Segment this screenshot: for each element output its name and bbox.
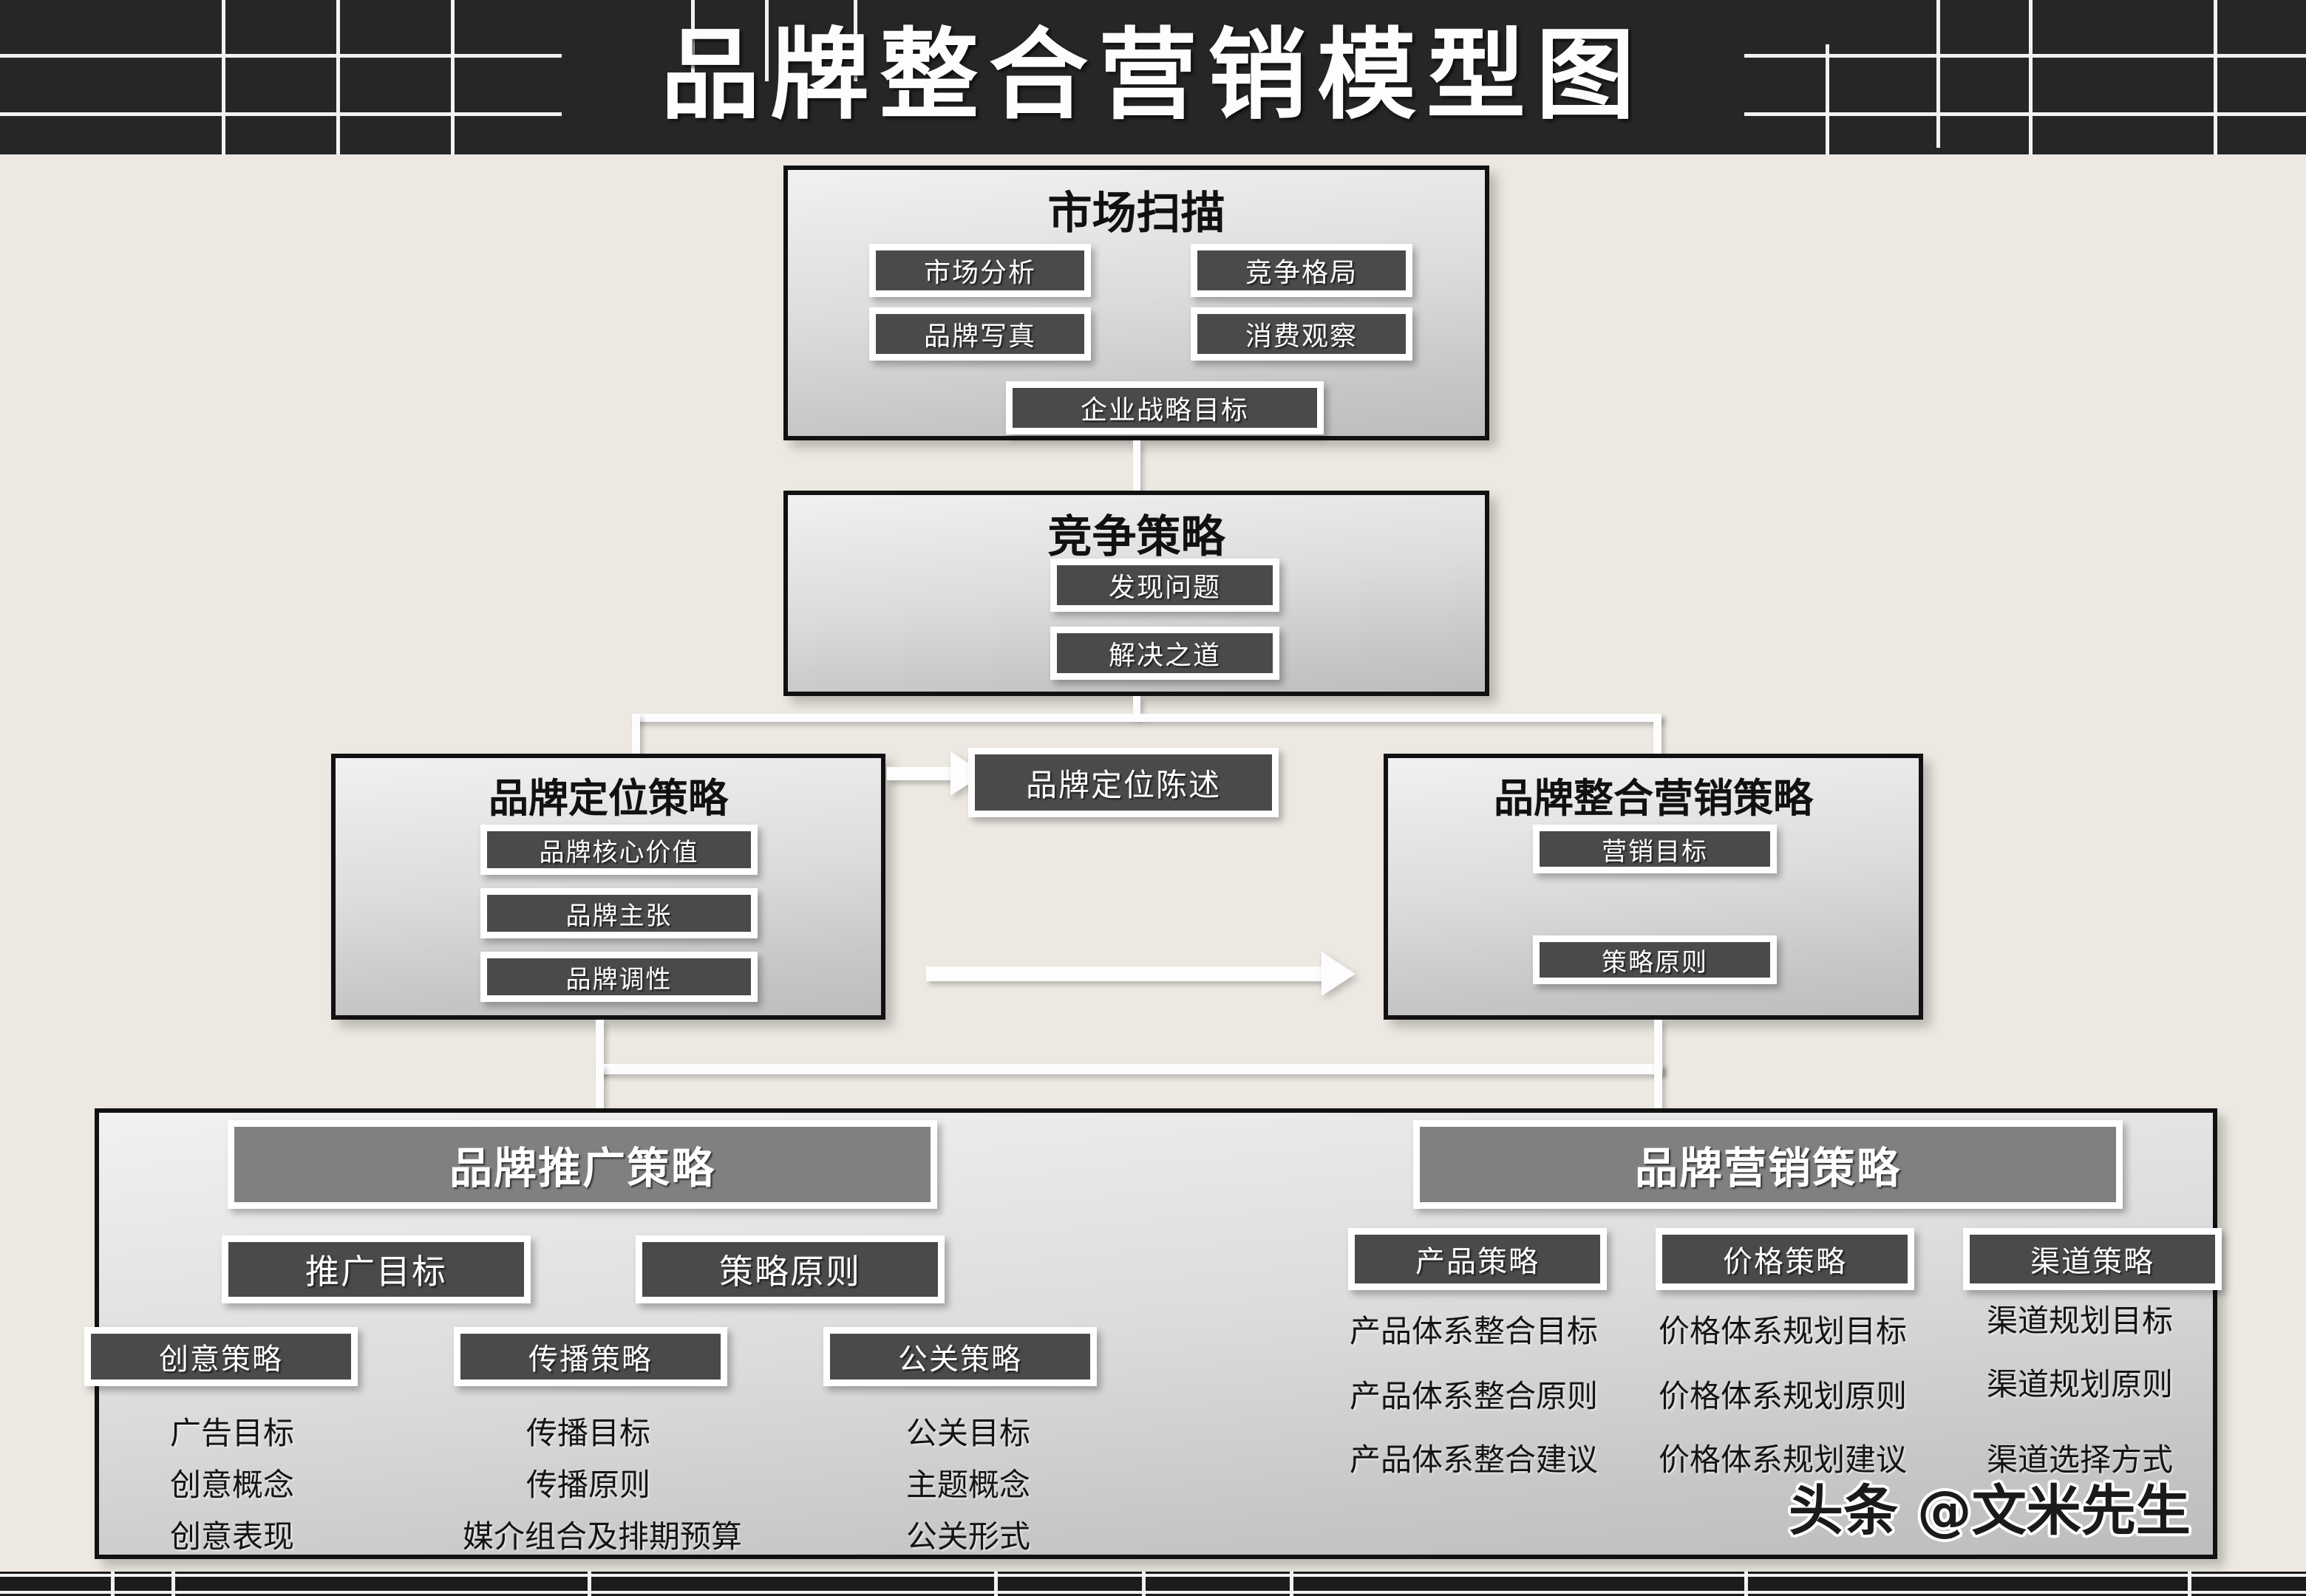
- footer-grid-line-h2: [0, 1591, 2306, 1594]
- connector-competition-stem: [1133, 696, 1140, 718]
- chip-pr-strategy[interactable]: 公关策略: [823, 1327, 1097, 1386]
- header-grid-line-h1-left: [0, 54, 562, 58]
- header-grid-line-v5: [765, 0, 769, 81]
- chip-promotion-strategy-principle[interactable]: 策略原则: [636, 1235, 945, 1303]
- connector-positioning-down-stem: [596, 1020, 604, 1073]
- header-grid-line-v3: [451, 0, 455, 154]
- panel-positioning-title: 品牌定位策略: [489, 775, 728, 822]
- connector-positioning-to-statement: [887, 767, 953, 780]
- leaf-creative-3: 创意表现: [170, 1518, 295, 1555]
- header-grid-line-v2: [336, 0, 340, 154]
- leaf-price-2: 价格体系规划原则: [1659, 1378, 1908, 1414]
- chip-brand-core-value[interactable]: 品牌核心价值: [480, 825, 758, 875]
- footer-grid-line-v3: [588, 1572, 591, 1596]
- chip-competitive-landscape[interactable]: 竞争格局: [1191, 244, 1412, 297]
- leaf-channel-3: 渠道选择方式: [1987, 1442, 2174, 1478]
- leaf-communication-3: 媒介组合及排期预算: [463, 1518, 743, 1555]
- panel-integrated-title: 品牌整合营销策略: [1494, 775, 1813, 822]
- chip-corporate-strategic-goal[interactable]: 企业战略目标: [1006, 381, 1324, 434]
- connector-positioning-to-integrated: [926, 966, 1325, 981]
- arrowhead-positioning-to-integrated: [1322, 952, 1356, 996]
- header-grid-line-h2-left: [0, 112, 562, 116]
- panel-competition-title: 竞争策略: [1047, 511, 1225, 563]
- page-title: 品牌整合营销模型图: [660, 18, 1645, 133]
- panel-brand-positioning[interactable]: 品牌定位策略 品牌核心价值 品牌主张 品牌调性: [331, 754, 885, 1020]
- footer-grid-line-v7: [1744, 1572, 1748, 1596]
- chip-brand-positioning-statement[interactable]: 品牌定位陈述: [968, 748, 1279, 817]
- leaf-product-3: 产品体系整合建议: [1350, 1442, 1599, 1478]
- chip-marketing-goal[interactable]: 营销目标: [1533, 825, 1777, 873]
- footer-banner: [0, 1572, 2306, 1596]
- chip-communication-strategy[interactable]: 传播策略: [454, 1327, 727, 1386]
- connector-integrated-down-stem: [1654, 1020, 1662, 1073]
- header-grid-line-v9: [2029, 0, 2033, 154]
- leaf-communication-2: 传播原则: [526, 1467, 651, 1503]
- chip-promotion-goal[interactable]: 推广目标: [222, 1235, 531, 1303]
- leaf-product-1: 产品体系整合目标: [1350, 1313, 1599, 1349]
- watermark: 头条 @文米先生: [1789, 1479, 2191, 1543]
- connector-bottom-bus: [596, 1064, 1663, 1074]
- header-grid-line-v7: [1826, 44, 1829, 154]
- leaf-product-2: 产品体系整合原则: [1350, 1378, 1599, 1414]
- chip-strategy-principle-top[interactable]: 策略原则: [1533, 935, 1777, 984]
- chip-channel-strategy[interactable]: 渠道策略: [1963, 1228, 2222, 1290]
- panel-market-scan-title: 市场扫描: [1047, 188, 1225, 239]
- panel-integrated-marketing-strategy[interactable]: 品牌整合营销策略 营销目标 策略原则: [1384, 754, 1923, 1020]
- chip-brand-tonality[interactable]: 品牌调性: [480, 952, 758, 1002]
- footer-grid-line-v1: [111, 1572, 115, 1596]
- leaf-communication-1: 传播目标: [526, 1415, 651, 1451]
- header-grid-line-v4: [691, 0, 695, 81]
- footer-grid-line-v8: [2188, 1572, 2191, 1596]
- chip-brand-proposition[interactable]: 品牌主张: [480, 888, 758, 938]
- header-banner: 品牌整合营销模型图: [0, 0, 2306, 154]
- leaf-pr-1: 公关目标: [906, 1415, 1031, 1451]
- header-grid-line-v8: [1936, 0, 1940, 148]
- chip-solution[interactable]: 解决之道: [1050, 627, 1279, 680]
- leaf-channel-1: 渠道规划目标: [1987, 1303, 2174, 1339]
- leaf-price-3: 价格体系规划建议: [1659, 1442, 1908, 1478]
- chip-brand-portrait[interactable]: 品牌写真: [869, 307, 1091, 361]
- leaf-price-1: 价格体系规划目标: [1659, 1313, 1908, 1349]
- chip-creative-strategy[interactable]: 创意策略: [84, 1327, 358, 1386]
- footer-grid-line-v2: [171, 1572, 175, 1596]
- leaf-pr-3: 公关形式: [906, 1518, 1031, 1555]
- leaf-pr-2: 主题概念: [906, 1467, 1031, 1503]
- chip-brand-marketing-strategy-header[interactable]: 品牌营销策略: [1413, 1120, 2123, 1209]
- header-grid-line-v10: [2214, 0, 2217, 154]
- footer-grid-line-v4: [994, 1572, 998, 1596]
- connector-competition-bus: [632, 714, 1662, 722]
- panel-competition-strategy[interactable]: 竞争策略 发现问题 解决之道: [783, 491, 1489, 696]
- chip-consumer-observation[interactable]: 消费观察: [1191, 307, 1412, 361]
- chip-market-analysis[interactable]: 市场分析: [869, 244, 1091, 297]
- connector-scan-to-competition: [1133, 440, 1140, 492]
- footer-grid-line-h1: [0, 1574, 2306, 1577]
- header-grid-line-h1-right: [1744, 54, 2306, 58]
- panel-market-scan[interactable]: 市场扫描 市场分析 竞争格局 品牌写真 消费观察 企业战略目标: [783, 166, 1489, 440]
- connector-down-right: [1654, 1064, 1662, 1138]
- panel-execution[interactable]: 品牌推广策略 推广目标 策略原则 创意策略 传播策略 公关策略 广告目标 创意概…: [84, 1108, 2222, 1559]
- footer-grid-line-v5: [1142, 1572, 1146, 1596]
- connector-to-integrated: [1653, 714, 1662, 758]
- chip-price-strategy[interactable]: 价格策略: [1656, 1228, 1914, 1290]
- connector-to-positioning: [632, 714, 640, 758]
- header-grid-line-v6: [854, 0, 857, 81]
- connector-down-left: [596, 1064, 604, 1138]
- leaf-creative-1: 广告目标: [170, 1415, 295, 1451]
- chip-find-problem[interactable]: 发现问题: [1050, 559, 1279, 612]
- footer-grid-line-v6: [1290, 1572, 1293, 1596]
- chip-brand-promotion-strategy-header[interactable]: 品牌推广策略: [228, 1120, 937, 1209]
- header-grid-line-v1: [222, 0, 225, 154]
- leaf-creative-2: 创意概念: [170, 1467, 295, 1503]
- header-grid-line-h2-right: [1744, 112, 2306, 116]
- chip-product-strategy[interactable]: 产品策略: [1348, 1228, 1607, 1290]
- leaf-channel-2: 渠道规划原则: [1987, 1366, 2174, 1402]
